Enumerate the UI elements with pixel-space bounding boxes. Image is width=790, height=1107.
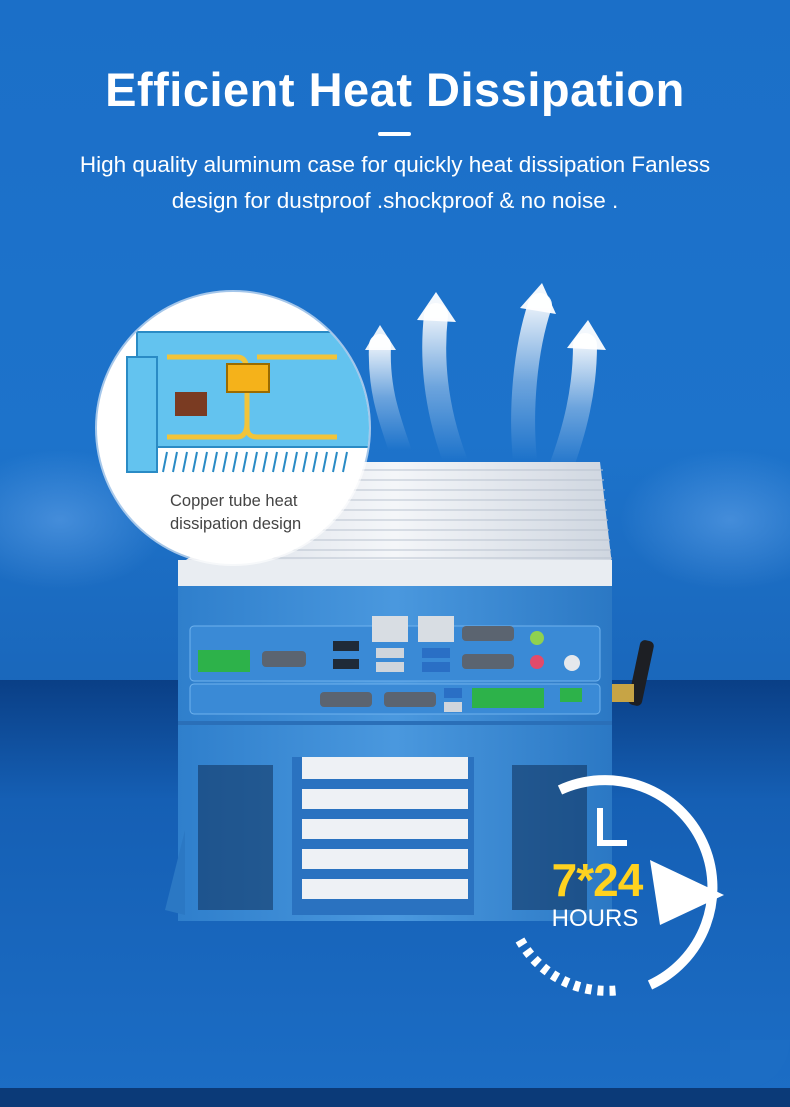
copper-tube-callout bbox=[97, 292, 369, 564]
heat-arrow-icon bbox=[548, 320, 606, 482]
copper-tube-diagram bbox=[126, 331, 369, 473]
clock-ring-icon bbox=[515, 775, 724, 996]
title-underline bbox=[378, 132, 411, 136]
antenna-icon bbox=[612, 640, 654, 706]
heat-arrow-icon bbox=[365, 325, 411, 461]
callout-label: Copper tube heat dissipation design bbox=[170, 492, 302, 533]
uptime-badge-number: 7*24 bbox=[551, 854, 644, 906]
uptime-badge-unit: HOURS bbox=[551, 905, 639, 932]
page-title: Efficient Heat Dissipation bbox=[105, 63, 685, 116]
page-subtitle: High quality aluminum case for quickly h… bbox=[79, 152, 711, 213]
heat-arrow-icon bbox=[511, 283, 556, 472]
heat-arrow-icon bbox=[417, 292, 467, 472]
bottom-bar bbox=[0, 1088, 790, 1107]
